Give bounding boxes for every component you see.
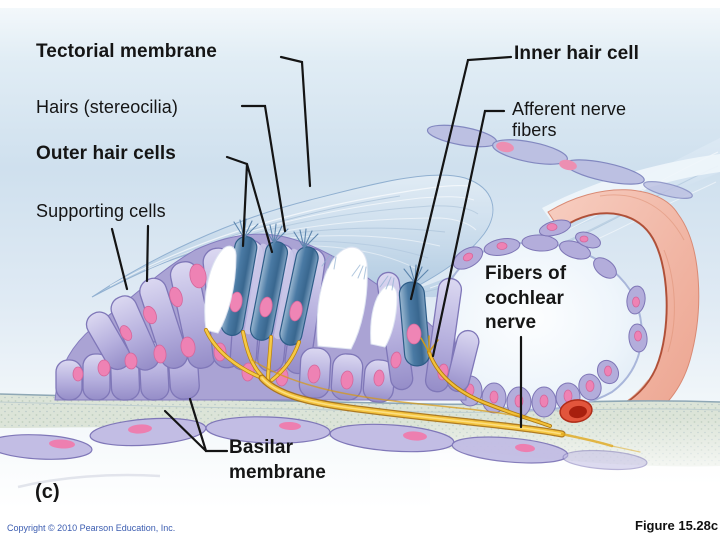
inner-hair-cell-shape: [398, 281, 431, 367]
tunnel-rim-nuclei: [462, 223, 642, 408]
tympanic-layer-cells: [0, 416, 648, 489]
label-basilar-membrane: Basilar membrane: [229, 437, 326, 483]
label-afferent-nerve-fibers: Afferent nerve fibers: [512, 99, 627, 141]
nerve-fiber-bundle: [204, 328, 641, 453]
label-hairs-stereocilia: Hairs (stereocilia): [36, 97, 178, 117]
stereocilia-tufts: [233, 218, 429, 291]
label-outer-hair-cells: Outer hair cells: [36, 143, 176, 164]
leader-lines: [110, 55, 523, 453]
fade-overlay: [430, 418, 720, 513]
outer-hair-cells-shapes: [220, 235, 319, 346]
figure-number: Figure 15.28c: [635, 518, 719, 533]
label-fibers-of-cochlear-nerve: Fibers of cochlear nerve: [485, 263, 567, 334]
label-tectorial-membrane: Tectorial membrane: [36, 41, 217, 62]
blood-cell: [559, 399, 593, 423]
panel-letter: (c): [35, 481, 60, 503]
label-inner-hair-cell: Inner hair cell: [514, 43, 640, 64]
label-supporting-cells: Supporting cells: [36, 201, 166, 221]
copyright-notice: Copyright © 2010 Pearson Education, Inc.: [7, 523, 176, 533]
